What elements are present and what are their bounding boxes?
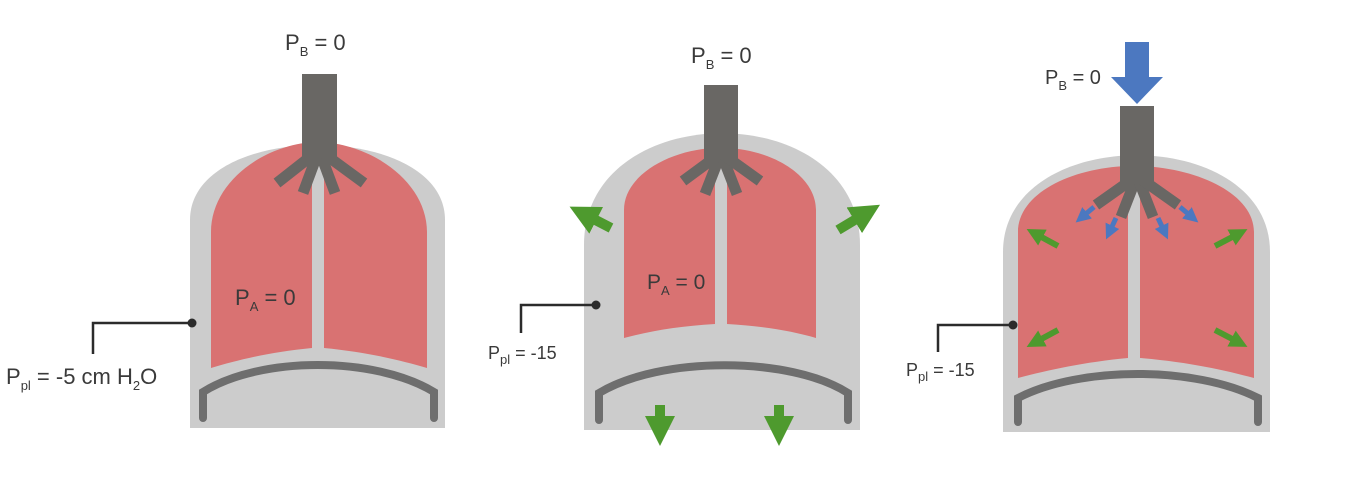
- pleural-point: [187, 318, 197, 328]
- pleural-pressure-label: Ppl = -15: [488, 343, 557, 367]
- lung-right: [1140, 166, 1254, 378]
- panel-inspiration: PB = 0 Ppl = -15: [906, 42, 1270, 432]
- trachea: [1120, 106, 1154, 184]
- green-expansion-arrow: [1026, 228, 1248, 348]
- pleural-leader-line: [519, 303, 596, 333]
- lung-left: [211, 142, 312, 368]
- lung-right: [727, 148, 816, 338]
- pleural-pressure-label: Ppl = -15: [906, 360, 975, 384]
- lung-left: [1018, 166, 1128, 378]
- green-expansion-arrow: [569, 204, 881, 446]
- trachea: [302, 74, 337, 158]
- alveolar-pressure-label: PA = 0: [235, 285, 296, 314]
- diaphragm: [199, 361, 438, 422]
- pleural-pressure-label: Ppl = -5 cm H2O: [6, 364, 157, 393]
- blue-airflow-arrow-large: [1111, 42, 1163, 104]
- pleural-leader-line: [91, 321, 192, 354]
- lung-right: [324, 142, 427, 368]
- trachea: [704, 85, 738, 159]
- pleural-point: [1008, 320, 1018, 330]
- lung-left: [624, 148, 715, 338]
- bronchus-pressure-label: PB = 0: [285, 30, 346, 59]
- pleural-leader-line: [936, 323, 1013, 352]
- diaphragm: [595, 361, 852, 424]
- bronchus-pressure-label: PB = 0: [691, 43, 752, 72]
- panel-expansion: PB = 0 PA = 0 Ppl = -15: [488, 43, 881, 446]
- alveolar-pressure-label: PA = 0: [647, 271, 705, 298]
- diaphragm: [1014, 370, 1262, 426]
- blue-airflow-arrow: [1075, 205, 1199, 240]
- panel-rest: PB = 0 PA = 0 Ppl = -5 cm H2O: [6, 30, 445, 428]
- pleural-point: [591, 300, 601, 310]
- bronchus-pressure-label: PB = 0: [1045, 67, 1101, 93]
